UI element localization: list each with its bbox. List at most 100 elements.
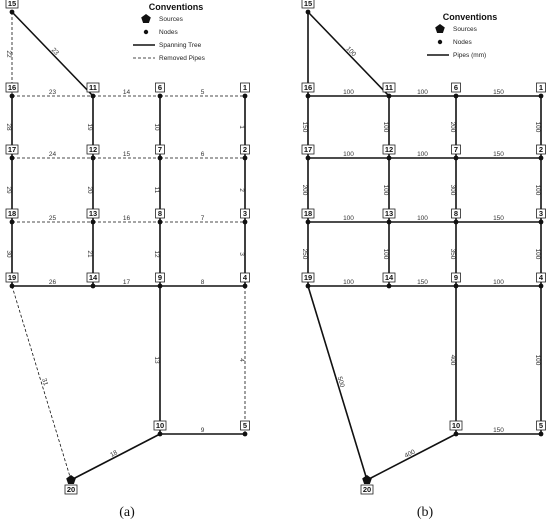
node-label-box (301, 272, 315, 283)
node-label-box (240, 272, 250, 283)
legend-item-label: Pipes (mm) (453, 52, 486, 59)
node-label-box (240, 208, 250, 219)
pipe-label: 18 (109, 449, 119, 459)
pipe-label: 350 (449, 249, 456, 260)
pipe-label: 400 (449, 355, 456, 366)
node-marker (242, 155, 248, 161)
pipe-label: 200 (449, 122, 456, 133)
pipe-label: 2 (238, 188, 245, 192)
pipe-label: 150 (493, 89, 504, 96)
pipe-label: 150 (493, 427, 504, 434)
pipe-label: 3 (238, 252, 245, 256)
node-label: 7 (454, 145, 458, 154)
pipe-15-11 (307, 11, 390, 97)
pipe-label: 24 (49, 151, 57, 158)
node-label: 11 (385, 83, 393, 92)
node-label: 8 (158, 209, 162, 218)
node-marker (9, 9, 15, 15)
node-label: 8 (454, 209, 458, 218)
node-marker (90, 93, 96, 99)
pipe-label: 19 (86, 123, 93, 131)
node-label: 4 (539, 273, 544, 282)
pipe-label: 150 (493, 151, 504, 158)
node-marker (305, 93, 311, 99)
node-label: 15 (8, 0, 16, 8)
node-label-box (301, 82, 315, 93)
pipe-label: 100 (382, 122, 389, 133)
pipe-label: 28 (5, 123, 12, 131)
node-label: 6 (158, 83, 162, 92)
pipe-label: 26 (49, 279, 57, 286)
node-label-box (382, 208, 396, 219)
pipe-label: 200 (301, 185, 308, 196)
node-marker (386, 155, 392, 161)
node-label-box (382, 82, 396, 93)
node-label-box (360, 484, 374, 495)
node-label: 9 (454, 273, 458, 282)
legend-title: Conventions (149, 2, 204, 12)
pipe-label: 11 (153, 187, 160, 194)
node-label: 19 (304, 273, 312, 282)
node-label-box (86, 82, 100, 93)
pipe-label: 100 (417, 89, 428, 96)
node-marker (90, 283, 96, 289)
legend-title: Conventions (443, 12, 498, 22)
node-label-box (240, 82, 250, 93)
pipe-label: 300 (449, 185, 456, 196)
node-marker (157, 283, 163, 289)
node-marker (305, 219, 311, 225)
pipe-label: 100 (417, 151, 428, 158)
node-label-box (155, 272, 165, 283)
node-marker (538, 431, 544, 437)
node-label: 15 (304, 0, 312, 8)
node-label: 16 (304, 83, 312, 92)
node-label: 7 (158, 145, 162, 154)
node-marker (242, 431, 248, 437)
legend-node-icon (143, 29, 149, 35)
pipe-label: 100 (343, 279, 354, 286)
node-label: 11 (89, 83, 97, 92)
node-label-box (536, 420, 546, 431)
node-label-box (5, 208, 19, 219)
pipe-label: 17 (123, 279, 131, 286)
pipes (11, 11, 246, 481)
pipe-label: 100 (343, 215, 354, 222)
node-label: 2 (243, 145, 247, 154)
pipe-label: 1 (238, 125, 245, 129)
pipe-15-11 (11, 11, 94, 97)
node-label: 3 (243, 209, 247, 218)
node-label-box (382, 144, 396, 155)
node-label-box (301, 208, 315, 219)
legend-item-label: Sources (159, 16, 184, 23)
node-label: 12 (89, 145, 97, 154)
pipe-label: 20 (86, 186, 93, 194)
pipe-label: 25 (49, 215, 57, 222)
node-marker (453, 155, 459, 161)
node-label-box (5, 82, 19, 93)
node-label-box (5, 144, 19, 155)
node-marker (305, 155, 311, 161)
node-marker (242, 219, 248, 225)
pipe-label: 100 (534, 185, 541, 196)
node-label: 1 (243, 83, 247, 92)
node-label-box (240, 144, 250, 155)
pipe-label: 100 (493, 279, 504, 286)
pipe-label: 22 (5, 50, 12, 58)
node-label: 20 (67, 485, 75, 494)
pipe-20-10 (70, 433, 161, 481)
legend-source-icon (435, 24, 445, 33)
pipe-label: 150 (417, 279, 428, 286)
node-marker (538, 155, 544, 161)
node-label: 12 (385, 145, 393, 154)
node-marker (9, 155, 15, 161)
pipe-20-10 (366, 433, 457, 481)
node-label-box (451, 272, 461, 283)
node-label-box (5, 272, 19, 283)
node-label-box (155, 208, 165, 219)
node-marker (538, 219, 544, 225)
node-label: 9 (158, 273, 162, 282)
